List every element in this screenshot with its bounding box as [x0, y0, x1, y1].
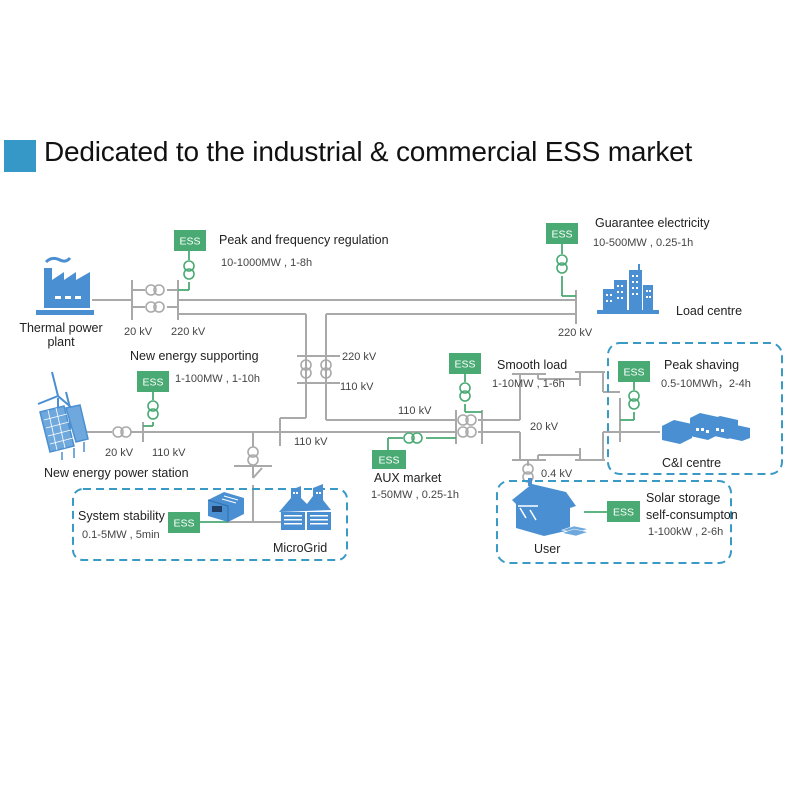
voltage-label: 220 kV — [342, 351, 377, 363]
ess-label: ESS — [551, 229, 572, 241]
factory-icon — [36, 256, 94, 315]
thermal-plant-label-2: plant — [47, 335, 75, 349]
app-title-guarantee: Guarantee electricity — [595, 216, 710, 230]
thermal-plant-label: Thermal power — [19, 321, 102, 335]
ess-connections — [143, 244, 635, 523]
ess-label: ESS — [173, 518, 194, 530]
ess-solar-storage[interactable]: ESS — [607, 501, 640, 522]
app-title-smooth-load: Smooth load — [497, 358, 567, 372]
ess-label: ESS — [454, 359, 475, 371]
transformer-icon — [145, 301, 165, 313]
ess-aux-market[interactable]: ESS — [372, 450, 406, 469]
battery-cabinet-icon — [207, 492, 244, 522]
microgrid-icon — [279, 484, 331, 530]
ess-peak-freq[interactable]: ESS — [174, 230, 206, 251]
transformer-icon — [145, 284, 165, 296]
transformer-icon — [628, 390, 640, 410]
ess-new-energy[interactable]: ESS — [137, 371, 169, 392]
app-spec-aux-market: 1-50MW , 0.25-1h — [371, 489, 459, 501]
ess-system-stability[interactable]: ESS — [168, 512, 200, 533]
app-spec-peak-shaving: 0.5-10MWh，2-4h — [661, 378, 751, 390]
transformer-icon — [403, 432, 423, 444]
voltage-label: 0.4 kV — [541, 468, 573, 480]
transformer-icon — [247, 446, 259, 466]
voltage-label: 220 kV — [171, 326, 206, 338]
load-centre-label: Load centre — [676, 304, 742, 318]
page-title: Dedicated to the industrial & commercial… — [44, 136, 693, 167]
microgrid-group-box — [72, 488, 348, 561]
transformer-icon — [556, 254, 568, 274]
voltage-label: 220 kV — [558, 327, 593, 339]
voltage-label: 110 kV — [340, 381, 374, 393]
voltage-label: 20 kV — [105, 447, 134, 459]
app-spec-system-stability: 0.1-5MW , 5min — [82, 529, 160, 541]
app-title-new-energy: New energy supporting — [130, 349, 259, 363]
ess-guarantee[interactable]: ESS — [546, 223, 578, 244]
voltage-label: 110 kV — [152, 447, 186, 459]
ess-peak-shaving[interactable]: ESS — [618, 361, 650, 382]
voltage-label: 110 kV — [398, 405, 432, 417]
app-spec-smooth-load: 1-10MW , 1-6h — [492, 378, 565, 390]
voltage-label: 110 kV — [294, 436, 328, 448]
app-title-aux-market: AUX market — [374, 471, 442, 485]
title-accent-square — [4, 140, 36, 172]
app-title-solar-storage-2: self-consumpton — [646, 508, 738, 522]
new-energy-station-label: New energy power station — [44, 466, 189, 480]
ess-smooth-load[interactable]: ESS — [449, 353, 481, 374]
ci-group-box — [607, 342, 783, 475]
app-spec-solar-storage: 1-100kW , 2-6h — [648, 526, 723, 538]
wind-solar-icon — [37, 371, 89, 460]
app-title-peak-shaving: Peak shaving — [664, 358, 739, 372]
app-spec-guarantee: 10-500MW , 0.25-1h — [593, 237, 693, 249]
transformer-icon — [457, 414, 477, 426]
app-spec-peak-freq: 10-1000MW , 1-8h — [221, 257, 312, 269]
transformer-icon — [457, 426, 477, 438]
voltage-label: 20 kV — [124, 326, 153, 338]
app-title-system-stability: System stability — [78, 509, 166, 523]
ess-label: ESS — [613, 507, 634, 519]
user-group-box — [496, 480, 732, 564]
ess-label: ESS — [142, 377, 163, 389]
app-title-solar-storage: Solar storage — [646, 491, 720, 505]
grid-lines — [85, 280, 660, 523]
ci-centre-label: C&I centre — [662, 456, 721, 470]
app-title-peak-freq: Peak and frequency regulation — [219, 233, 389, 247]
voltage-label: 20 kV — [530, 421, 559, 433]
transformer-icon — [459, 382, 471, 402]
building-icon — [597, 264, 659, 314]
house-icon — [512, 478, 590, 537]
ess-label: ESS — [623, 367, 644, 379]
transformer-icon — [147, 400, 159, 420]
transformer-icon — [112, 426, 132, 438]
user-label: User — [534, 542, 560, 556]
ess-label: ESS — [378, 455, 399, 467]
transformer-icon — [183, 260, 195, 280]
microgrid-label: MicroGrid — [273, 541, 327, 555]
app-spec-new-energy: 1-100MW , 1-10h — [175, 373, 260, 385]
ess-label: ESS — [179, 236, 200, 248]
ci-centre-icon — [662, 413, 750, 444]
